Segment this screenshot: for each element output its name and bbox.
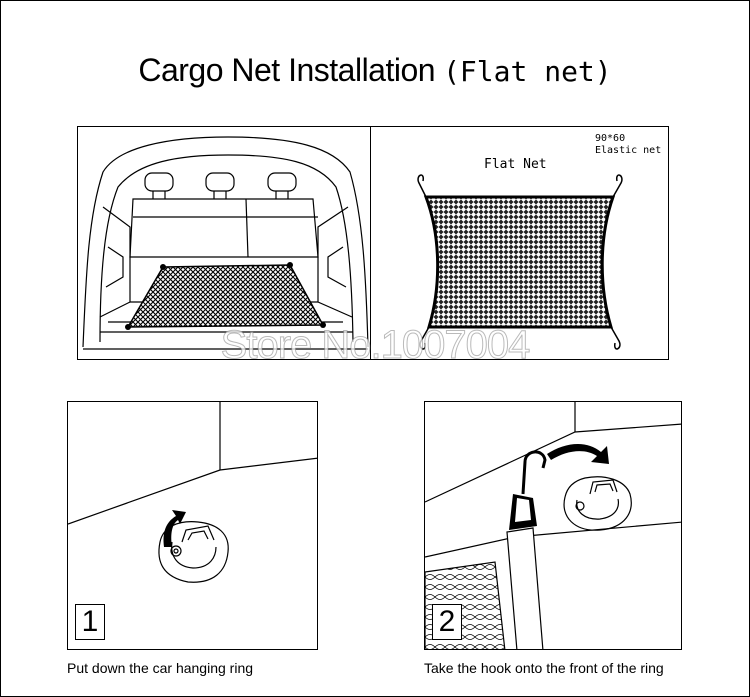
step-2-drawing xyxy=(425,402,681,649)
title-main: Cargo Net Installation xyxy=(138,52,436,88)
net-size-label: 90*60 xyxy=(595,133,626,144)
insert-arrow-icon xyxy=(547,443,609,464)
step-1-drawing xyxy=(68,402,317,583)
store-watermark: Store No.1007004 xyxy=(220,323,531,368)
page-title: Cargo Net Installation(Flat net) xyxy=(0,52,750,89)
net-material-label: Elastic net xyxy=(595,145,662,156)
trunk-illustration xyxy=(77,126,371,360)
hook-buckle xyxy=(509,450,547,530)
lift-arrow-icon xyxy=(163,510,186,547)
step-1-caption: Put down the car hanging ring xyxy=(67,660,254,676)
flat-net-mesh xyxy=(423,195,616,329)
step-1-illustration: 1 xyxy=(67,401,318,650)
trunk-drawing xyxy=(82,136,369,350)
flat-net-drawing xyxy=(417,174,623,350)
net-name-label: Flat Net xyxy=(484,157,547,172)
step-1-number: 1 xyxy=(75,604,105,640)
floor-net-mesh xyxy=(126,264,325,328)
net-corner-hooks xyxy=(417,174,623,350)
step-2-caption: Take the hook onto the front of the ring xyxy=(424,660,664,676)
title-sub: (Flat net) xyxy=(443,55,612,88)
step-2-number: 2 xyxy=(432,604,462,640)
net-hooks xyxy=(125,262,326,330)
flat-net-panel: Flat Net 90*60 Elastic net xyxy=(370,126,669,360)
step-2-illustration: 2 xyxy=(424,401,682,650)
strap xyxy=(506,527,544,649)
